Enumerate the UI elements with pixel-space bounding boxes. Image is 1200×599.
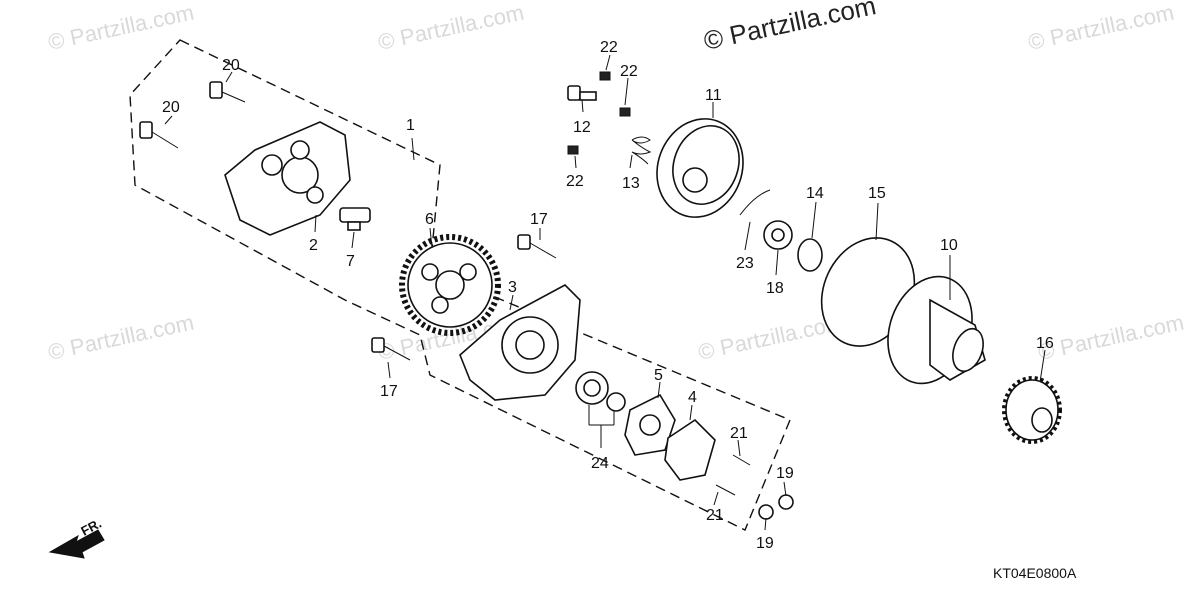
callout-6: 6	[425, 211, 434, 228]
part-gasket-5	[624, 393, 676, 456]
part-clip	[739, 189, 771, 216]
part-plug	[339, 207, 371, 231]
bolt-17a	[517, 234, 557, 259]
watermark: © Partzilla.com	[376, 0, 526, 55]
callout-12: 12	[573, 119, 591, 136]
callout-19b: 19	[756, 535, 774, 552]
callout-20b: 20	[162, 99, 180, 116]
bolt-17b	[371, 337, 411, 361]
callout-15: 15	[868, 185, 886, 202]
part-nut	[763, 220, 793, 250]
watermark: © Partzilla.com	[46, 310, 196, 365]
washer-19	[758, 494, 794, 520]
callout-4: 4	[688, 389, 697, 406]
bolt-21a	[732, 454, 751, 466]
bolt-20a	[209, 81, 246, 103]
leader-lines	[164, 54, 1046, 531]
part-washer-14	[797, 238, 823, 272]
callout-2: 2	[309, 237, 318, 254]
part-spring	[631, 136, 652, 165]
watermark: © Partzilla.com	[1026, 0, 1176, 55]
callout-22c: 22	[566, 173, 584, 190]
part-pump-body	[459, 284, 581, 401]
callout-22a: 22	[600, 39, 618, 56]
callout-21b: 21	[706, 507, 724, 524]
callouts: 1 2 3 4 5 6 7 10 11 12 13 14 15 16 17 17…	[162, 39, 1054, 552]
part-spline-gear	[1002, 376, 1062, 444]
callout-10: 10	[940, 237, 958, 254]
assembly-boundary	[129, 39, 791, 531]
diagram-code: KT04E0800A	[993, 565, 1077, 581]
bolt-21b	[715, 484, 736, 496]
callout-21a: 21	[730, 425, 748, 442]
callout-18: 18	[766, 280, 784, 297]
watermark-main: © Partzilla.com	[701, 0, 879, 56]
callout-3: 3	[508, 279, 517, 296]
part-plate-4	[664, 418, 716, 481]
callout-11: 11	[705, 87, 722, 104]
callout-17a: 17	[530, 211, 548, 228]
part-rotors	[575, 371, 626, 412]
callout-16: 16	[1036, 335, 1054, 352]
front-direction-arrow: FR.	[48, 516, 105, 559]
callout-19a: 19	[776, 465, 794, 482]
callout-23: 23	[736, 255, 754, 272]
callout-17b: 17	[380, 383, 398, 400]
callout-13: 13	[622, 175, 640, 192]
callout-20a: 20	[222, 57, 240, 74]
part-clutch-outer	[656, 118, 744, 218]
part-housing	[887, 275, 986, 385]
part-cover	[224, 121, 351, 236]
callout-22b: 22	[620, 63, 638, 80]
part-gear	[399, 234, 501, 336]
bolt-12	[567, 85, 597, 101]
callout-5: 5	[654, 367, 663, 384]
callout-14: 14	[806, 185, 824, 202]
watermark: © Partzilla.com	[1036, 310, 1186, 365]
bolt-20b	[139, 121, 179, 149]
callout-1: 1	[406, 117, 415, 134]
watermark: © Partzilla.com	[46, 0, 196, 55]
callout-24: 24	[591, 455, 609, 472]
callout-7: 7	[346, 253, 355, 270]
screw-22	[567, 71, 631, 155]
